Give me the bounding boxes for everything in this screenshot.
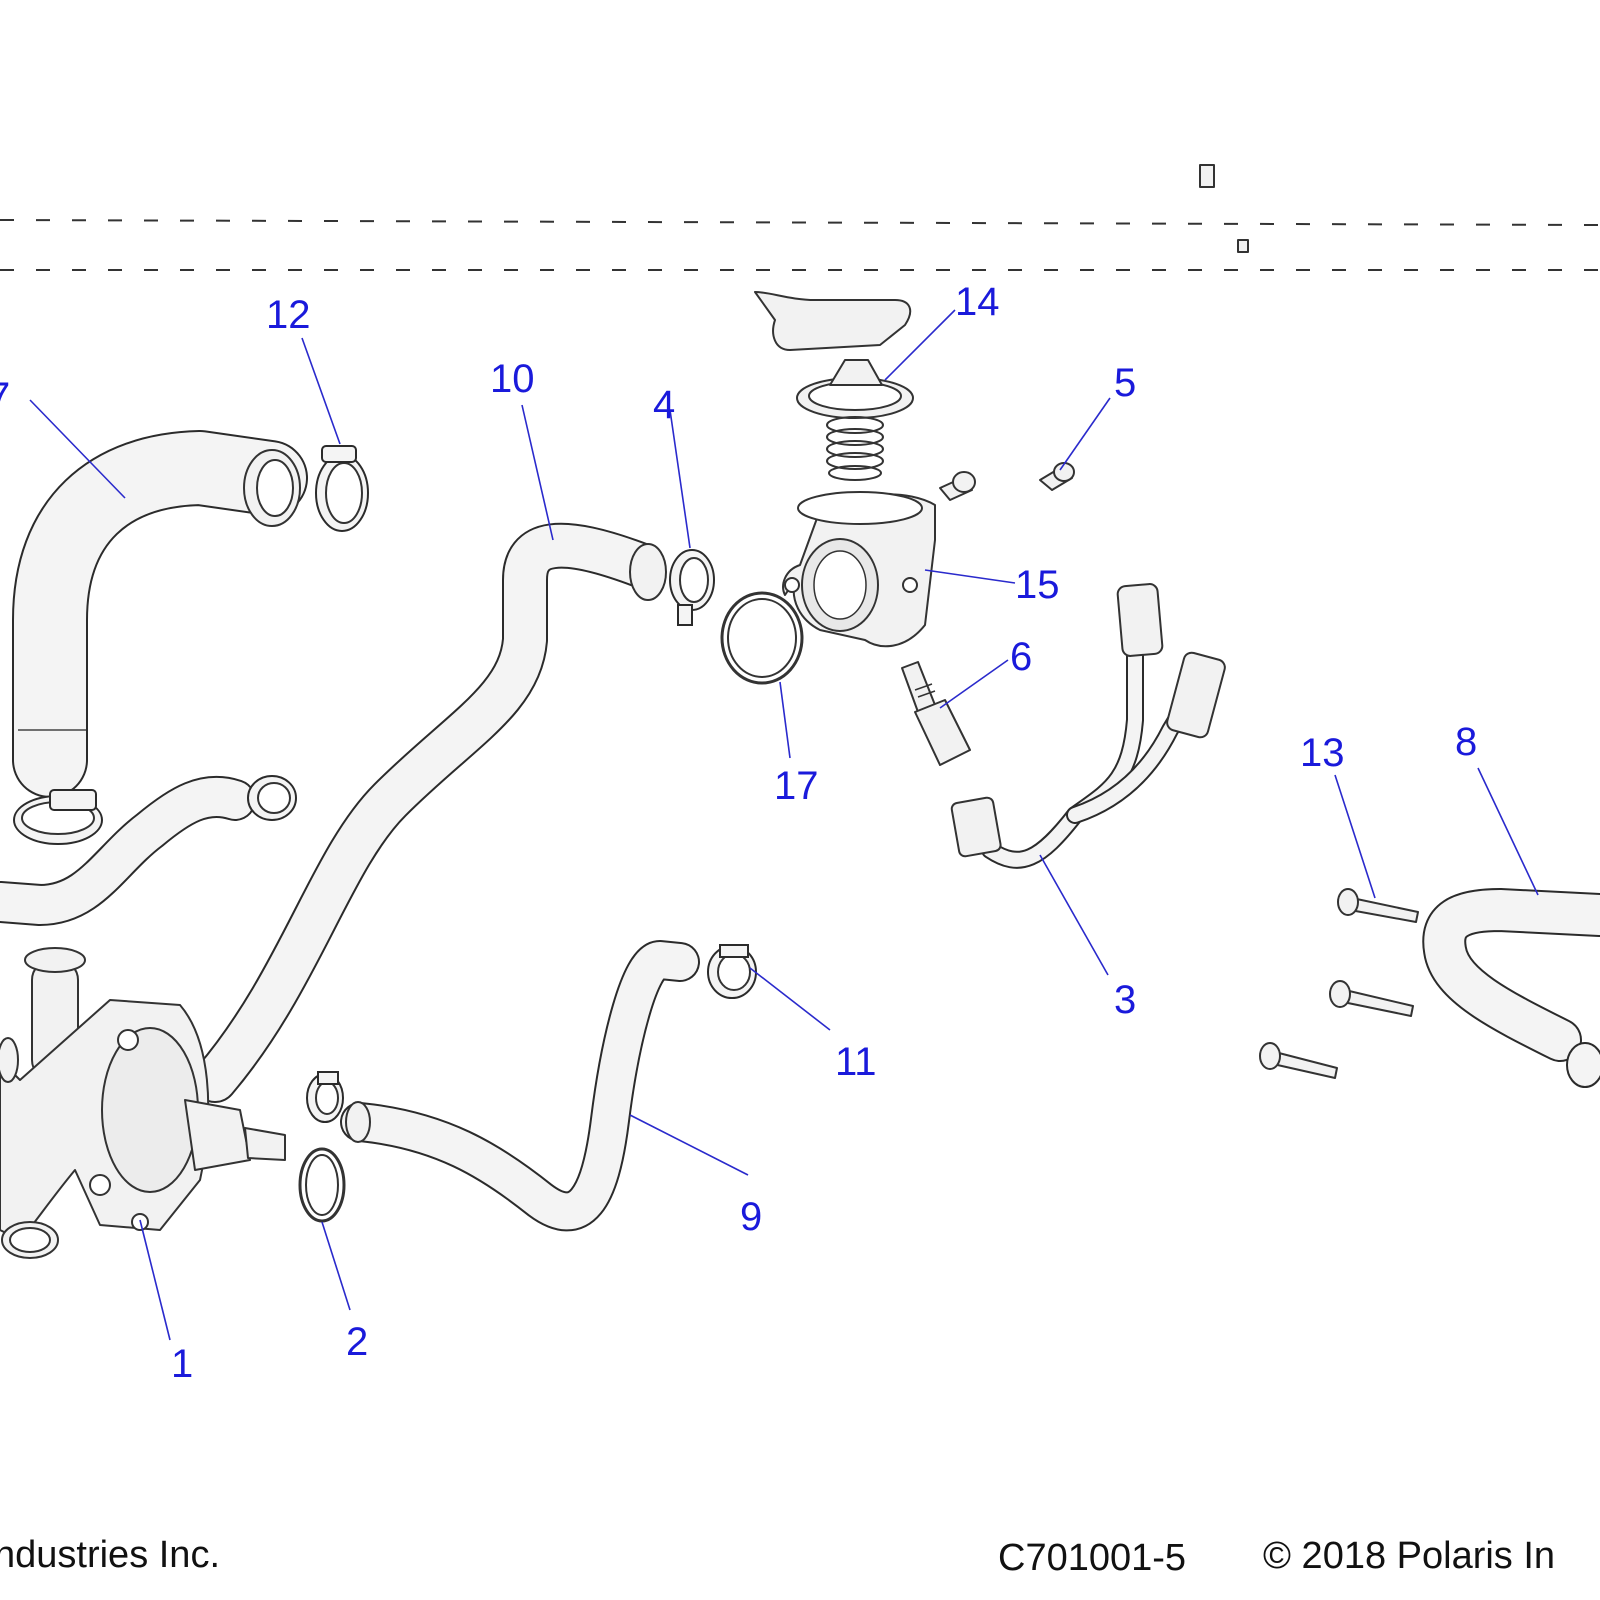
callout-8: 8 — [1455, 720, 1477, 764]
hose-left-small — [0, 775, 297, 926]
callout-3: 3 — [1114, 978, 1136, 1022]
water-pump-1 — [0, 947, 286, 1259]
bolt-housing — [939, 471, 976, 501]
thermostat-14 — [796, 359, 914, 481]
cropped-top-remnants — [0, 164, 1600, 271]
sensor-6 — [901, 661, 971, 766]
clamp-11 — [707, 944, 757, 999]
thermostat-cover — [754, 291, 912, 351]
clamp-4 — [669, 549, 715, 626]
callouts: 1 2 3 4 5 6 7 8 9 10 11 12 13 14 15 17 — [0, 280, 1477, 1386]
callout-10: 10 — [490, 357, 535, 401]
footer-company-left: ndustries Inc. — [0, 1534, 220, 1576]
callout-9: 9 — [740, 1195, 762, 1239]
callout-2: 2 — [346, 1320, 368, 1364]
hose-9 — [340, 940, 700, 1232]
callout-1: 1 — [171, 1342, 193, 1386]
callout-15: 15 — [1015, 563, 1060, 607]
callout-12: 12 — [266, 293, 311, 337]
o-ring-17 — [720, 591, 804, 685]
callout-5: 5 — [1114, 361, 1136, 405]
leader-lines — [29, 309, 1539, 1341]
callout-13: 13 — [1300, 731, 1345, 775]
hose-8 — [1422, 888, 1600, 1088]
footer-diagram-code: C701001-5 — [998, 1537, 1186, 1579]
callout-14: 14 — [955, 280, 1000, 324]
footer-copyright: © 2018 Polaris In — [1263, 1535, 1555, 1577]
o-ring-2 — [298, 1147, 346, 1223]
callout-6: 6 — [1010, 635, 1032, 679]
bolt-5 — [1039, 462, 1075, 491]
callout-11: 11 — [835, 1040, 877, 1084]
wire-harness-3 — [950, 583, 1226, 869]
callout-17: 17 — [774, 764, 819, 808]
callout-7: 7 — [0, 375, 10, 419]
hose-7 — [12, 430, 308, 798]
callout-4: 4 — [653, 383, 675, 427]
band-clamp-lower-left — [13, 789, 103, 845]
clamp-12 — [315, 445, 369, 532]
thermostat-housing-15 — [782, 491, 936, 648]
bolts-13 — [1259, 888, 1419, 1079]
footer: ndustries Inc. C701001-5 © 2018 Polaris … — [0, 1534, 1555, 1579]
clamp-hose-9-start — [306, 1071, 344, 1123]
hose-10 — [192, 522, 667, 1103]
